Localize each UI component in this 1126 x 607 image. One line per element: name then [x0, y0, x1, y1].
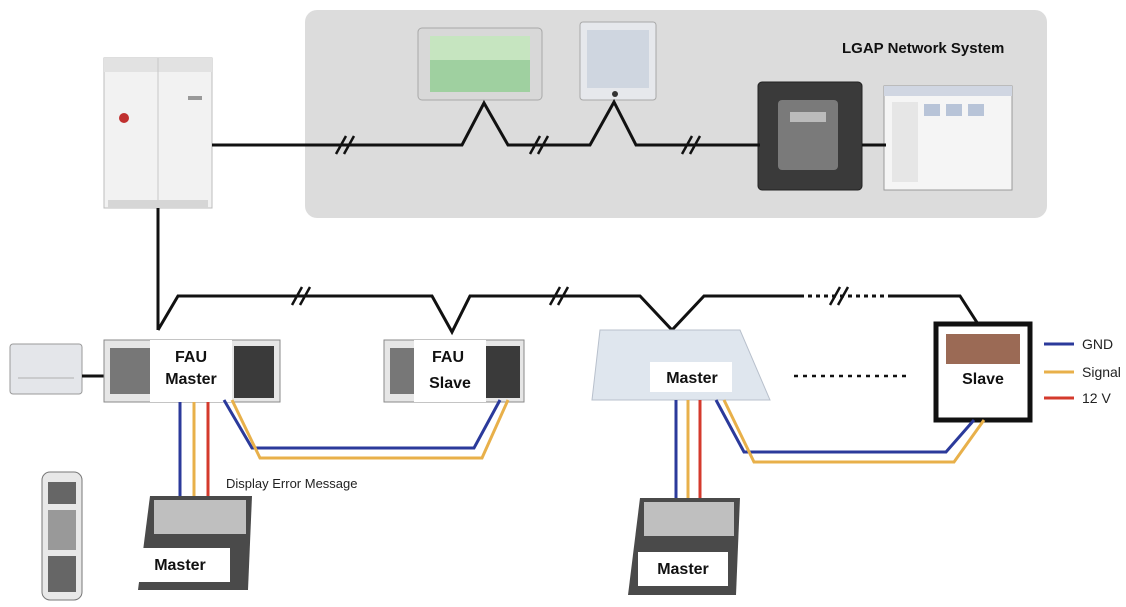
fau-master-label-1: FAU — [175, 349, 207, 366]
lgap-network-title: LGAP Network System — [842, 40, 1004, 57]
controller-left-label: Master — [154, 557, 206, 574]
wall-controller-left — [138, 496, 252, 590]
legend-label-gnd: GND — [1082, 336, 1113, 352]
legend-label-12v: 12 V — [1082, 390, 1111, 406]
touch-screen-controller — [417, 27, 543, 101]
break-marks-indoor — [290, 286, 850, 306]
controller-right-label: Master — [657, 561, 709, 578]
cassette-slave-wires — [714, 399, 986, 464]
network-wiring — [212, 98, 886, 147]
fau-slave-unit — [383, 339, 525, 403]
fau-master-label-2: Master — [165, 371, 217, 388]
fau-master-unit — [103, 339, 281, 403]
wall-controller-right — [628, 498, 740, 595]
fau-slave-label-1: FAU — [432, 349, 464, 366]
legend-label-signal: Signal — [1082, 364, 1121, 380]
slave-panel-unit — [933, 321, 1033, 423]
remote-control-icon — [41, 471, 83, 601]
indoor-comm-wiring — [156, 294, 980, 336]
fau-master-controller-wires — [178, 402, 210, 498]
pc-software-window — [883, 85, 1013, 191]
keypad-controller — [579, 21, 657, 101]
cassette-controller-wires — [674, 400, 702, 498]
outdoor-unit — [103, 57, 213, 209]
slave-panel-label: Slave — [962, 371, 1004, 388]
wire-legend: GND Signal 12 V — [1044, 336, 1121, 406]
wall-controller-small — [9, 343, 104, 395]
display-error-message: Display Error Message — [226, 476, 358, 491]
cassette-unit — [591, 329, 771, 401]
break-marks-network — [334, 135, 702, 155]
fau-master-slave-wires — [222, 399, 510, 460]
fau-slave-label-2: Slave — [429, 375, 471, 392]
cassette-master-label: Master — [666, 370, 718, 387]
network-gateway — [757, 81, 863, 191]
